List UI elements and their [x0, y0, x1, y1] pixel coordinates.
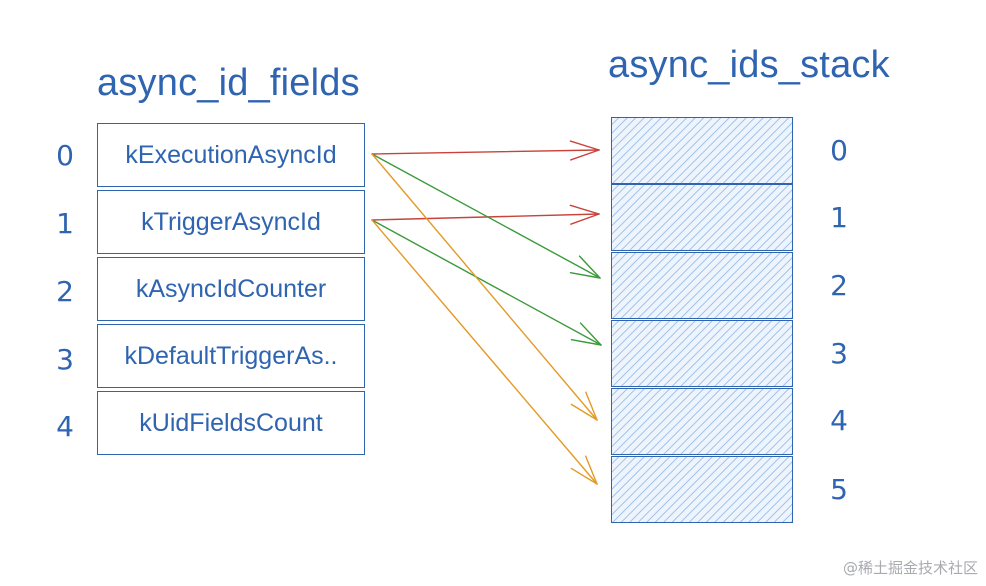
stack-index-5: 5	[830, 473, 848, 506]
field-label: kDefaultTriggerAs..	[124, 341, 338, 370]
stack-index-4: 4	[830, 404, 848, 437]
field-kasyncidcounter: kAsyncIdCounter	[97, 257, 365, 321]
field-index-1: 1	[56, 207, 74, 240]
stack-slot-5	[611, 456, 793, 523]
field-index-4: 4	[56, 410, 74, 443]
field-label: kExecutionAsyncId	[125, 140, 337, 169]
arrow-field-0-to-slot-0	[371, 140, 600, 161]
async-ids-stack-title: async_ids_stack	[608, 44, 890, 86]
field-index-2: 2	[56, 275, 74, 308]
watermark: @稀土掘金技术社区	[842, 559, 978, 577]
field-index-3: 3	[56, 343, 74, 376]
field-index-0: 0	[56, 139, 74, 172]
arrow-field-0-to-slot-4	[371, 153, 598, 421]
field-label: kAsyncIdCounter	[135, 274, 327, 303]
stack-index-2: 2	[830, 269, 848, 302]
arrow-field-1-to-slot-1	[371, 204, 600, 225]
stack-slot-3	[611, 320, 793, 387]
arrow-field-0-to-slot-2	[371, 153, 601, 279]
field-kexecutionasyncid: kExecutionAsyncId	[97, 123, 365, 187]
async-id-fields-title: async_id_fields	[97, 62, 360, 104]
stack-index-1: 1	[830, 201, 848, 234]
stack-index-0: 0	[830, 134, 848, 167]
field-kdefaulttriggerasyncid: kDefaultTriggerAs..	[97, 324, 365, 388]
arrow-field-1-to-slot-5	[371, 219, 598, 485]
field-label: kUidFieldsCount	[139, 408, 323, 437]
arrow-field-1-to-slot-3	[371, 219, 602, 346]
stack-slot-1	[611, 184, 793, 251]
stack-index-3: 3	[830, 337, 848, 370]
stack-slot-4	[611, 388, 793, 455]
field-label: kTriggerAsyncId	[141, 207, 321, 236]
field-kuidfieldscount: kUidFieldsCount	[97, 391, 365, 455]
stack-slot-0	[611, 117, 793, 184]
stack-slot-2	[611, 252, 793, 319]
field-ktriggerasyncid: kTriggerAsyncId	[97, 190, 365, 254]
